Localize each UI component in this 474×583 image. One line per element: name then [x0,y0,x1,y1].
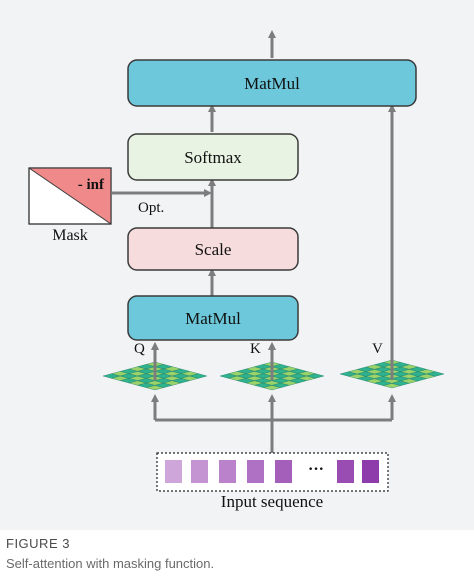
matmul-top-label: MatMul [244,74,300,93]
matmul-top-block: MatMul [127,59,417,107]
token-row [165,460,379,483]
matmul-bottom-block: MatMul [127,295,299,341]
scale-block: Scale [127,227,299,271]
token [191,460,208,483]
matmul-bottom-label: MatMul [185,309,241,328]
token [275,460,292,483]
figure-caption: Self-attention with masking function. [6,556,215,571]
token [362,460,379,483]
q-grid [102,361,208,391]
self-attention-diagram: MatMul Softmax Scale MatMul - inf Mask O… [28,30,445,511]
token [337,460,354,483]
token-ellipsis: ··· [308,461,324,478]
input-sequence-label: Input sequence [221,492,323,511]
scale-label: Scale [195,240,232,259]
softmax-label: Softmax [184,148,242,167]
mask-inf-label: - inf [78,177,105,193]
mask-block: - inf Mask [28,167,112,244]
grid-cell [425,371,445,377]
mask-label: Mask [52,227,88,244]
v-label: V [372,341,383,357]
token [165,460,182,483]
input-sequence-box: ··· [156,452,389,492]
token [219,460,236,483]
token [247,460,264,483]
q-label: Q [134,341,145,357]
grid-cell [188,373,208,379]
k-label: K [250,341,261,357]
grid-cell [305,373,325,379]
softmax-block: Softmax [127,133,299,181]
flow-arrows [112,30,396,455]
figure-label: FIGURE 3 [6,536,70,551]
optional-label: Opt. [138,200,164,216]
